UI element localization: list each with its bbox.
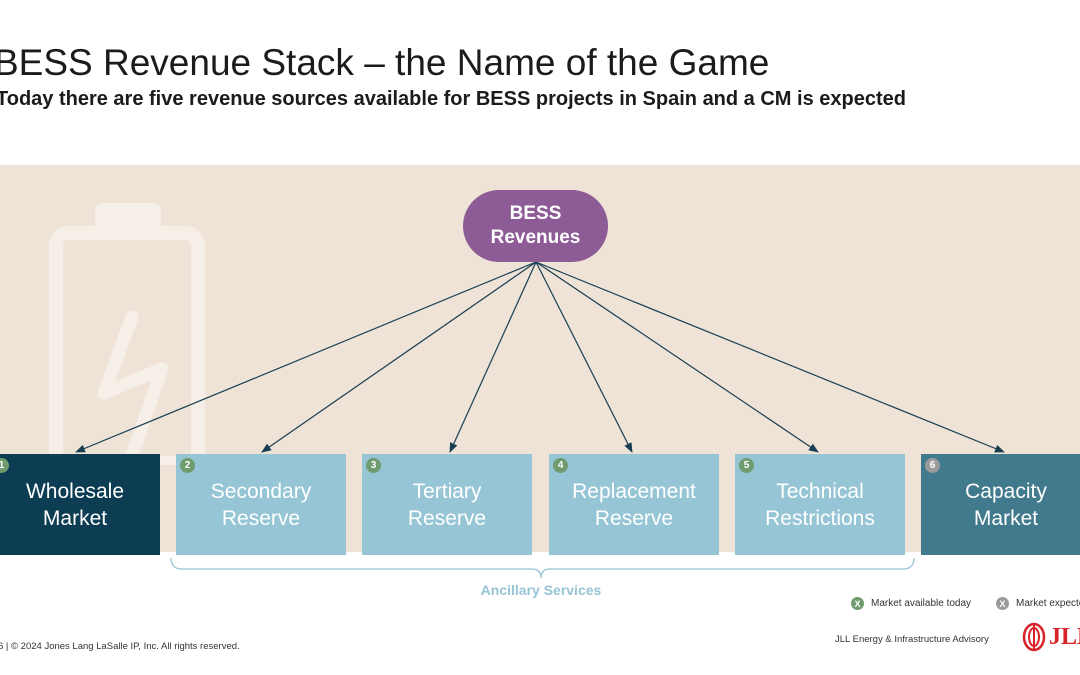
page-subtitle: Today there are five revenue sources ava… <box>0 88 906 110</box>
bess-revenues-line1: BESS <box>509 203 562 224</box>
number-badge: 4 <box>553 458 568 473</box>
number-badge: 1 <box>0 458 9 473</box>
box-label-line2: Market <box>973 506 1039 530</box>
arrow-to-technical-restrictions <box>535 261 819 453</box>
footer-copyright: 6 | © 2024 Jones Lang LaSalle IP, Inc. A… <box>0 641 240 652</box>
box-label-line1: Secondary <box>210 479 312 503</box>
box-secondary-reserve: 2 Secondary Reserve <box>176 454 346 555</box>
expected-marker-icon: X <box>996 597 1009 610</box>
jll-logo-text: JLL <box>1049 623 1080 650</box>
box-label-line2: Restrictions <box>765 506 875 530</box>
legend-expected-label: Market expected <box>1016 598 1080 609</box>
available-marker-icon: X <box>851 597 864 610</box>
legend-available: X Market available today <box>851 597 971 610</box>
arrow-to-tertiary-reserve <box>449 261 537 453</box>
box-label-line1: Capacity <box>965 479 1047 503</box>
jll-logo-icon <box>1022 622 1046 652</box>
number-badge: 5 <box>739 458 754 473</box>
box-label-line2: Reserve <box>221 506 301 530</box>
box-label-line1: Replacement <box>572 479 696 503</box>
box-label-line1: Technical <box>776 479 864 503</box>
legend-expected: X Market expected <box>996 597 1080 610</box>
bess-revenues-node: BESS Revenues <box>463 190 608 262</box>
box-label-line2: Market <box>42 506 108 530</box>
footer-division: JLL Energy & Infrastructure Advisory <box>835 634 989 645</box>
number-badge: 3 <box>366 458 381 473</box>
box-label-line1: Tertiary <box>412 479 482 503</box>
box-wholesale-market: 1 Wholesale Market <box>0 454 160 555</box>
arrow-to-capacity-market <box>535 261 1005 453</box>
ancillary-services-bracket <box>170 557 915 579</box>
arrow-to-wholesale-market <box>75 261 537 453</box>
jll-logo: JLL <box>1022 622 1080 652</box>
box-label-line2: Reserve <box>594 506 674 530</box>
box-technical-restrictions: 5 Technical Restrictions <box>735 454 905 555</box>
bess-revenues-line2: Revenues <box>490 227 581 248</box>
ancillary-services-label: Ancillary Services <box>480 582 602 598</box>
page-title: BESS Revenue Stack – the Name of the Gam… <box>0 42 770 83</box>
arrow-to-secondary-reserve <box>261 261 537 453</box>
number-badge: 6 <box>925 458 940 473</box>
arrow-to-replacement-reserve <box>535 261 633 453</box>
box-replacement-reserve: 4 Replacement Reserve <box>549 454 719 555</box>
box-label-line2: Reserve <box>407 506 487 530</box>
number-badge: 2 <box>180 458 195 473</box>
box-capacity-market: 6 Capacity Market <box>921 454 1080 555</box>
legend-available-label: Market available today <box>871 598 972 609</box>
box-label-line1: Wholesale <box>25 479 125 503</box>
box-tertiary-reserve: 3 Tertiary Reserve <box>362 454 532 555</box>
